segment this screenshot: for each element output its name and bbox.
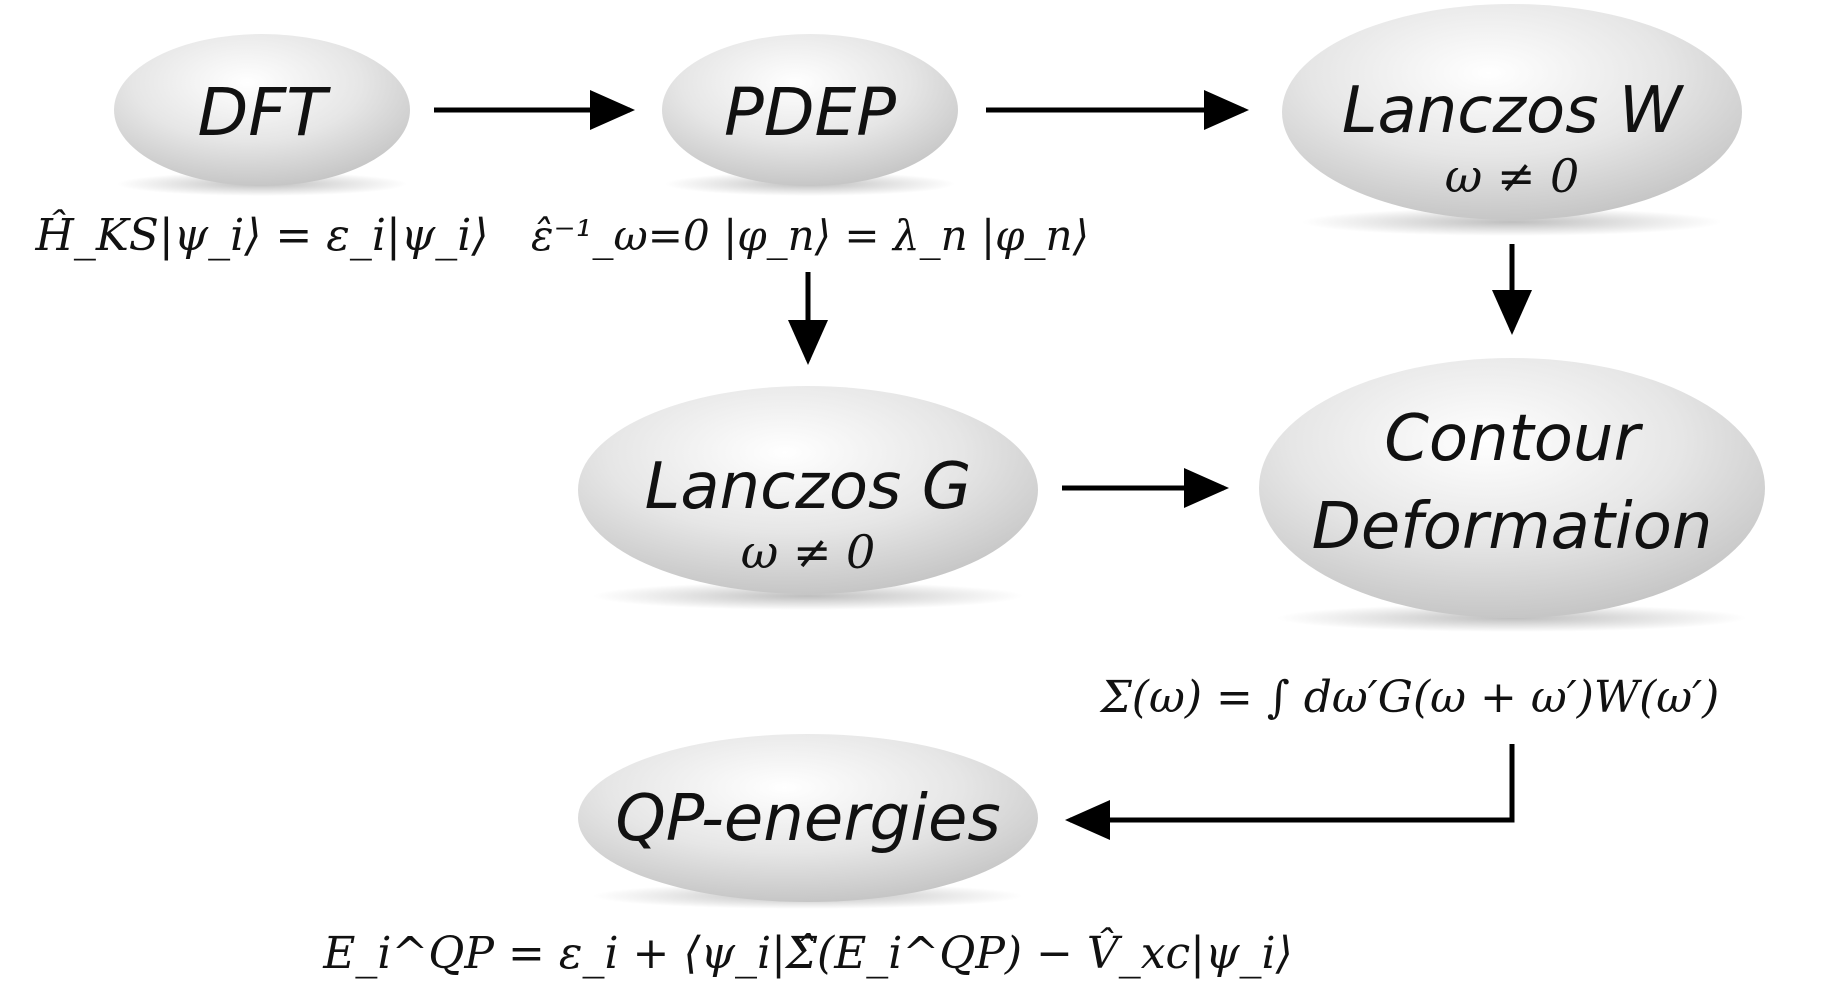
node-qp-ellipse bbox=[578, 734, 1038, 902]
formula-dft: Ĥ_KS|ψ_i⟩ = ε_i|ψ_i⟩ bbox=[34, 208, 488, 261]
node-qp-energies: QP-energies bbox=[578, 734, 1038, 909]
arrow-contour-to-qp bbox=[1065, 744, 1515, 840]
formula-pdep: ε̂⁻¹_ω=0 |φ_n⟩ = λ_n |φ_n⟩ bbox=[531, 211, 1089, 260]
node-pdep-label: PDEP bbox=[724, 74, 896, 151]
node-contour-ellipse bbox=[1259, 358, 1765, 618]
node-dft-label: DFT bbox=[197, 74, 331, 151]
node-lanczos-w-sub: ω ≠ 0 bbox=[1445, 149, 1580, 203]
node-lanczos-g-sub: ω ≠ 0 bbox=[741, 525, 876, 579]
node-lanczos-g: Lanczos G ω ≠ 0 bbox=[578, 386, 1038, 610]
node-lanczos-w-shadow bbox=[1302, 208, 1722, 236]
node-pdep: PDEP bbox=[662, 34, 958, 196]
node-dft: DFT bbox=[114, 34, 410, 196]
node-lanczos-w-ellipse bbox=[1282, 4, 1742, 220]
node-lanczos-g-shadow bbox=[593, 582, 1023, 610]
node-contour-label-line2: Deformation bbox=[1312, 490, 1713, 564]
node-lanczos-w-label: Lanczos W bbox=[1342, 74, 1685, 148]
node-dft-ellipse bbox=[114, 34, 410, 186]
node-lanczos-g-label: Lanczos G bbox=[645, 450, 972, 524]
formula-sigma: Σ(ω) = ∫ dω′G(ω + ω′)W(ω′) bbox=[1099, 672, 1720, 723]
node-contour-deformation: Contour Deformation bbox=[1259, 358, 1765, 632]
node-lanczos-g-ellipse bbox=[578, 386, 1038, 594]
node-lanczos-w: Lanczos W ω ≠ 0 bbox=[1282, 4, 1742, 236]
node-qp-label: QP-energies bbox=[615, 782, 1000, 856]
node-pdep-ellipse bbox=[662, 34, 958, 186]
node-contour-label-line1: Contour bbox=[1384, 402, 1643, 476]
formula-qp: E_i^QP = ε_i + ⟨ψ_i|Σ̂(E_i^QP) − V̂_xc|ψ… bbox=[322, 926, 1292, 979]
